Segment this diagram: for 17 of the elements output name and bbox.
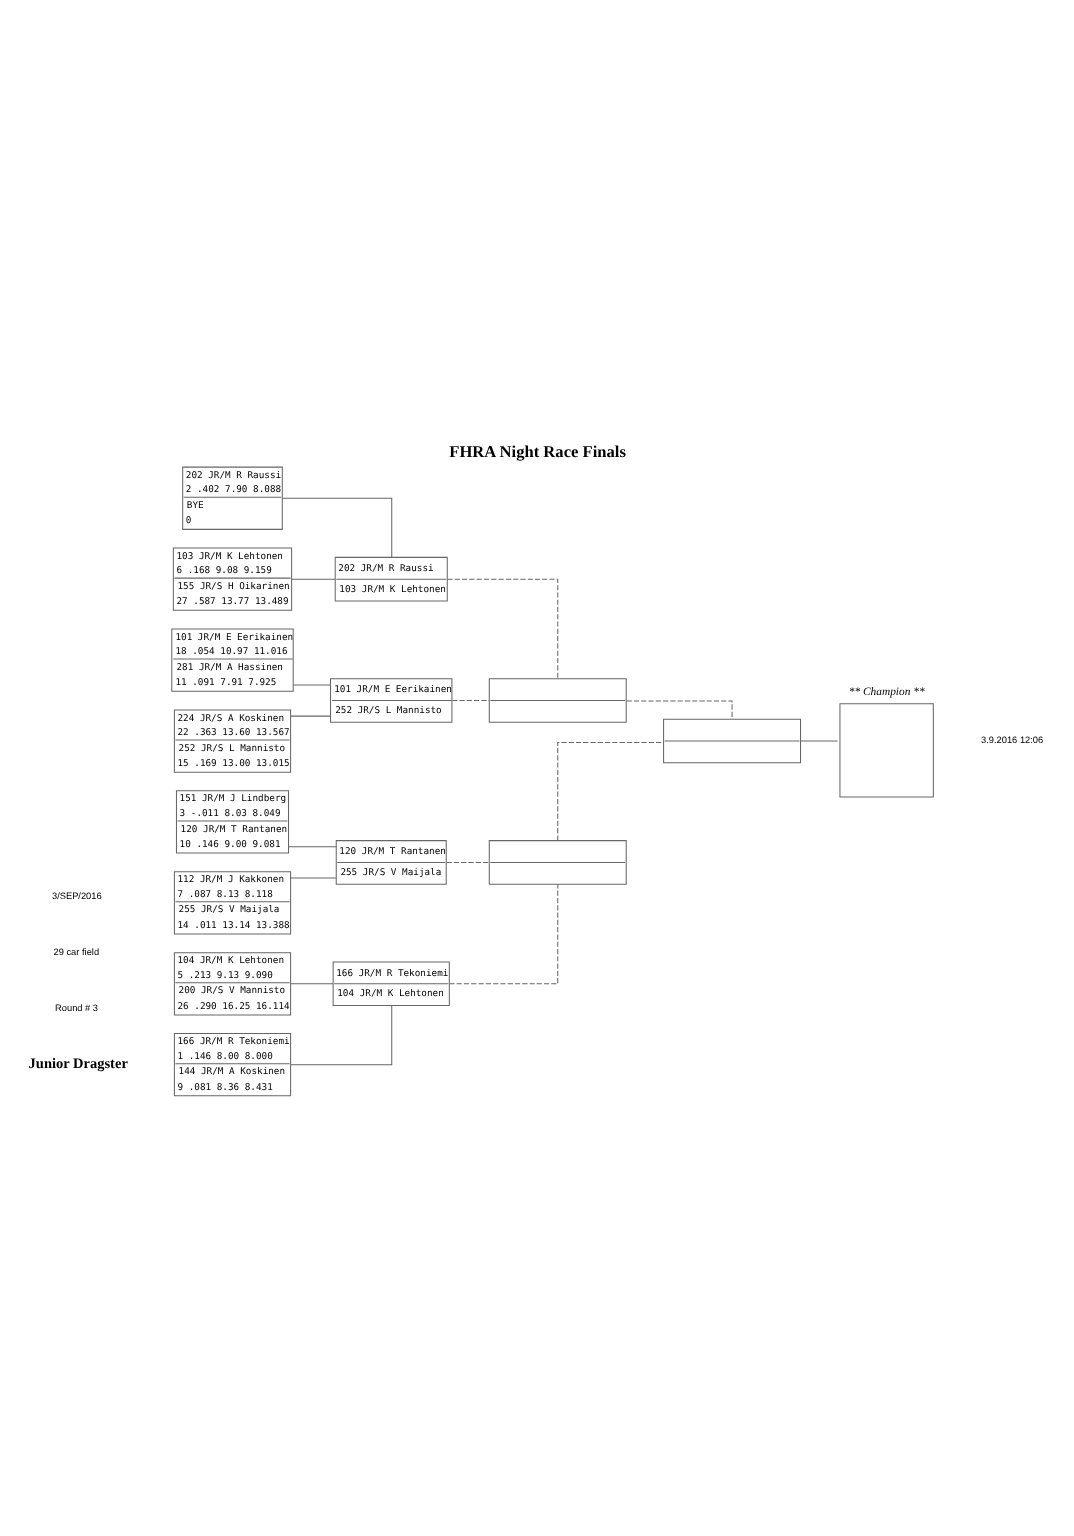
node-box <box>839 703 934 798</box>
connector <box>290 877 337 879</box>
connector <box>451 700 490 702</box>
connector <box>288 846 337 848</box>
connector <box>800 740 839 742</box>
connector <box>557 742 664 841</box>
connector <box>281 497 393 558</box>
connector <box>290 715 331 717</box>
connector <box>626 700 733 720</box>
connector <box>447 578 559 680</box>
connector <box>446 861 490 863</box>
diagram-title: FHRA Night Race Finals <box>449 442 626 461</box>
connector <box>290 1005 393 1066</box>
connector <box>290 983 334 985</box>
connector <box>291 578 336 580</box>
connector <box>448 883 559 985</box>
connector <box>292 684 331 686</box>
